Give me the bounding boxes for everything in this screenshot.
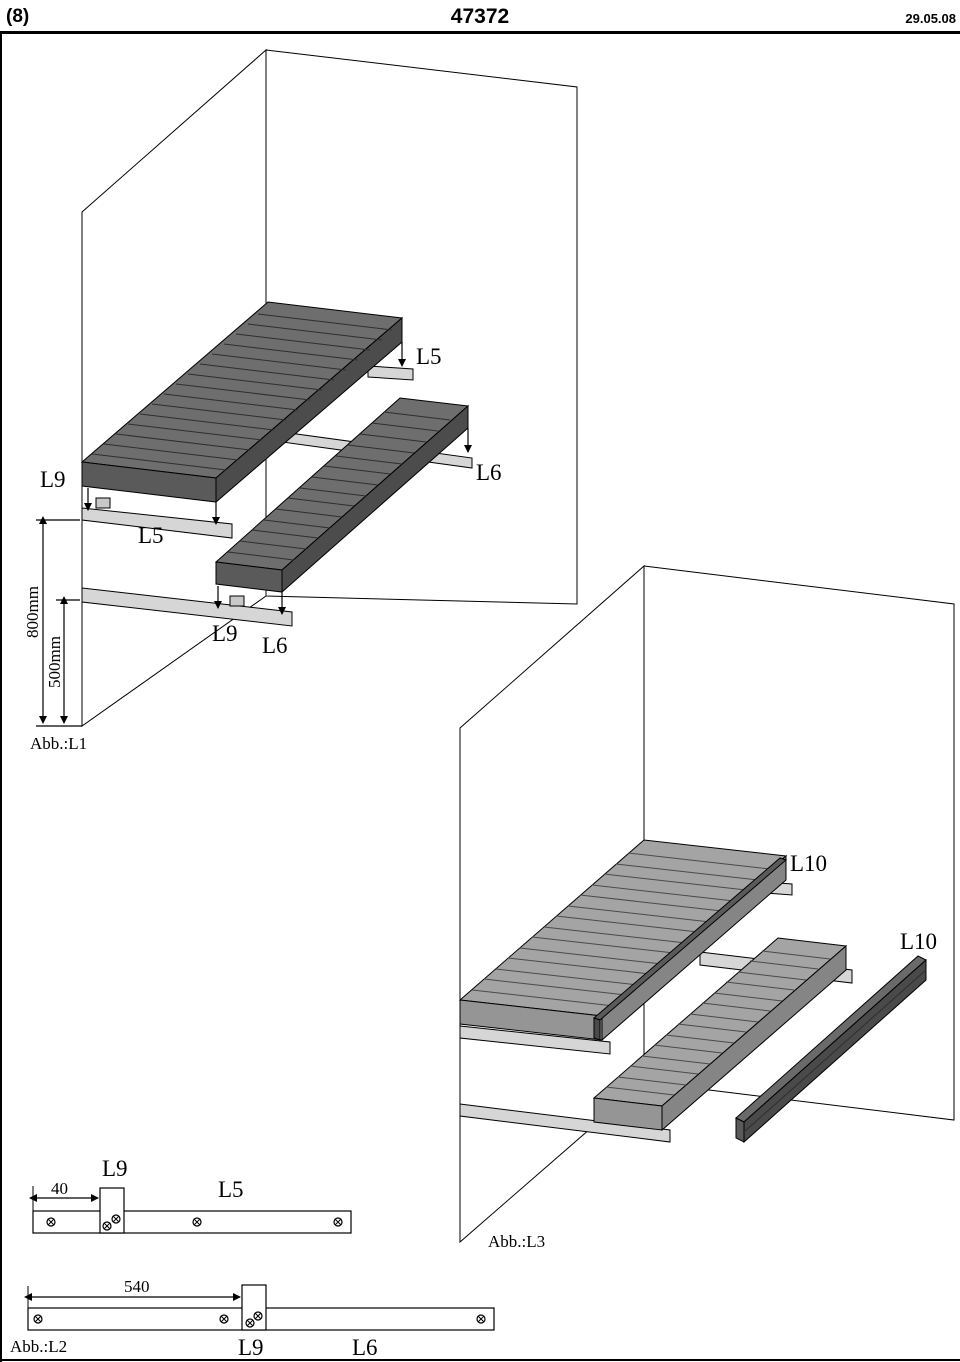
- bench-lower-l3: [592, 937, 848, 1132]
- rail-l6-left: [81, 587, 293, 627]
- caption-abb-l1: Abb.:L1: [30, 734, 87, 753]
- label-l10-right: L10: [900, 929, 937, 954]
- dimension-lines-l1: [36, 516, 82, 727]
- dim-500mm: 500mm: [45, 636, 64, 688]
- label-l9-bottom: L9: [212, 621, 238, 646]
- label-l5-upper: L5: [416, 344, 442, 369]
- label-l5-detail: L5: [218, 1177, 244, 1202]
- connector-l9-upper: [95, 497, 111, 509]
- label-l9-left: L9: [40, 467, 66, 492]
- dim-540: 540: [124, 1277, 150, 1296]
- label-l6-bottom: L6: [262, 633, 288, 658]
- header-date: 29.05.08: [905, 11, 956, 26]
- strip-l10-loose: [735, 955, 927, 1144]
- connector-l9-lower: [229, 595, 245, 607]
- label-l9-detail-bottom: L9: [238, 1335, 264, 1360]
- dim-800mm: 800mm: [23, 586, 42, 638]
- label-l6-detail: L6: [352, 1335, 378, 1360]
- rail-l5-left: [81, 507, 233, 539]
- figure-l1: 800mm 500mm L5 L9 L6 L5 L9 L6 Abb.:L1: [23, 48, 578, 753]
- bench-lower-l1: [214, 397, 470, 594]
- bench-upper-l1: [80, 301, 404, 504]
- label-l10-upper: L10: [790, 851, 827, 876]
- page-header: (8) 47372 29.05.08: [0, 0, 960, 34]
- bench-upper-l3: [458, 839, 788, 1042]
- rail-l5-back: [367, 365, 414, 381]
- label-l9-detail-top: L9: [102, 1156, 128, 1181]
- caption-abb-l2: Abb.:L2: [10, 1337, 67, 1356]
- caption-abb-l3: Abb.:L3: [488, 1232, 545, 1251]
- rail-l5-detail: [32, 1210, 352, 1234]
- figure-l3: L10 L10 Abb.:L3: [458, 564, 955, 1251]
- dim-40: 40: [51, 1179, 68, 1198]
- label-l6-right: L6: [476, 460, 502, 485]
- article-number: 47372: [450, 5, 510, 28]
- figure-l2: 40 L9 L5 540 L9 L6 Abb.:L2: [10, 1156, 495, 1360]
- placement-arrows-l1: [84, 342, 472, 615]
- page-number: (8): [6, 6, 30, 27]
- label-l5-lower: L5: [138, 523, 164, 548]
